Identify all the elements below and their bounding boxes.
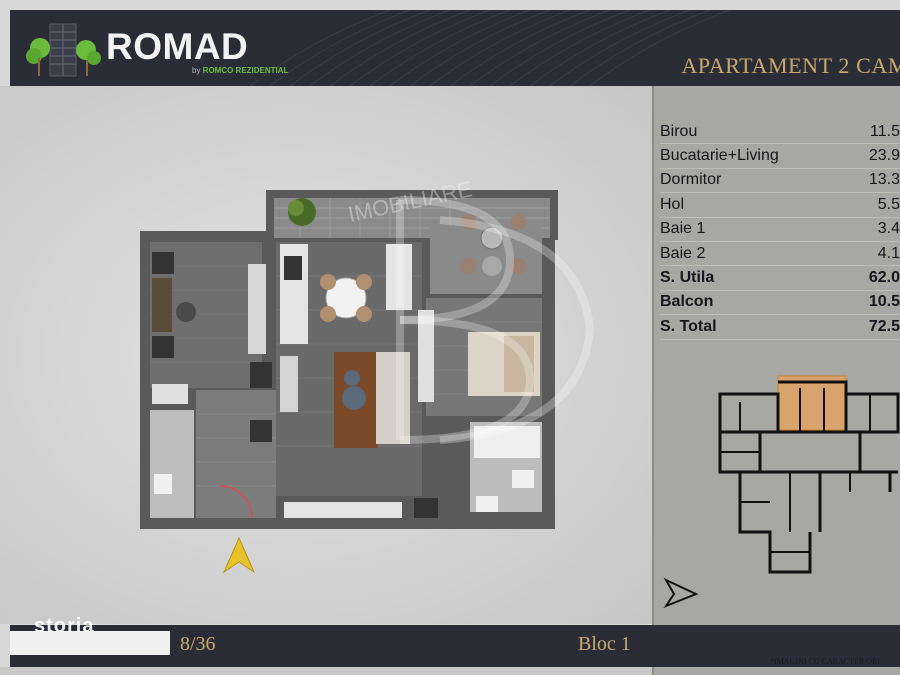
room-area: 11.5 xyxy=(870,122,900,140)
room-row: Birou 11.5 xyxy=(660,120,900,145)
room-name: Birou xyxy=(660,122,698,140)
room-row: Baie 1 3.4 xyxy=(660,218,900,242)
room-row: Dormitor 13.3 xyxy=(660,169,900,194)
building-block-label: Bloc 1 xyxy=(578,633,631,655)
entrance-arrow-icon xyxy=(222,536,256,574)
room-name: S. Utila xyxy=(660,269,715,287)
room-area: 3.4 xyxy=(877,220,900,238)
building-trees-icon xyxy=(26,23,101,77)
north-compass-icon xyxy=(663,577,699,609)
room-row: Hol 5.5 xyxy=(660,193,900,218)
room-area: 62.0 xyxy=(868,269,900,287)
room-name: Balcon xyxy=(660,293,714,311)
apartment-title: APARTAMENT 2 CAM xyxy=(681,53,900,78)
room-name: S. Total xyxy=(660,317,717,335)
bottom-strip xyxy=(0,667,652,675)
room-row: Bucatarie+Living 23.9 xyxy=(660,144,900,169)
brand-subtitle: by ROMCO REZIDENTIAL xyxy=(192,66,289,75)
room-row: Balcon 10.5 xyxy=(660,291,900,316)
header-stripes xyxy=(249,10,731,86)
room-name: Bucatarie+Living xyxy=(660,147,779,165)
logo xyxy=(22,18,104,80)
room-row: S. Total 72.5 xyxy=(660,315,900,340)
room-name: Baie 1 xyxy=(660,220,706,238)
room-area: 72.5 xyxy=(868,317,900,335)
room-area: 5.5 xyxy=(877,195,900,213)
room-area: 4.1 xyxy=(877,244,900,262)
room-name: Dormitor xyxy=(660,171,722,189)
image-disclaimer: *IMAGINI CU CARACTER ORI xyxy=(770,657,880,666)
page-number: 8/36 xyxy=(180,633,216,655)
storia-watermark: storia xyxy=(34,615,95,637)
room-row: Baie 2 4.1 xyxy=(660,242,900,267)
room-area: 10.5 xyxy=(868,293,900,311)
footer-bar: 8/36 Bloc 1 xyxy=(10,625,900,667)
room-area: 13.3 xyxy=(868,171,900,189)
watermark-logo: IMOBILIARE xyxy=(346,176,595,444)
panel-border xyxy=(652,86,900,675)
room-name: Hol xyxy=(660,195,685,213)
room-area: 23.9 xyxy=(868,147,900,165)
floor-plan xyxy=(140,190,558,529)
room-row: S. Utila 62.0 xyxy=(660,266,900,291)
room-name: Baie 2 xyxy=(660,244,706,262)
building-key-plan xyxy=(718,375,900,574)
brand-name: ROMAD xyxy=(106,26,249,67)
header-bar: ROMAD by ROMCO REZIDENTIAL APARTAMENT 2 … xyxy=(10,10,900,86)
site-watermark-box xyxy=(10,631,170,655)
